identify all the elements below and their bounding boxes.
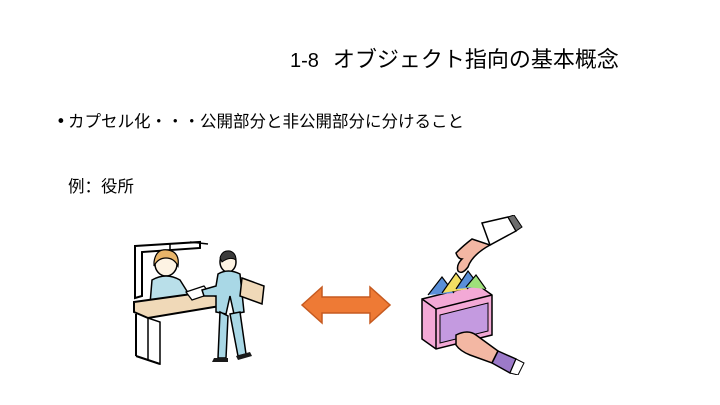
bullet-item: •カプセル化・・・公開部分と非公開部分に分けること [56, 108, 464, 136]
file-box-hands-icon [421, 215, 525, 375]
office-counter-icon [133, 240, 265, 366]
title-text: オブジェクト指向の基本概念 [332, 48, 619, 73]
title-number: 1-8 [290, 50, 319, 72]
bullet-marker: • [56, 112, 66, 131]
slide-title: 1-8 オブジェクト指向の基本概念 [290, 44, 619, 78]
double-arrow-icon [300, 285, 392, 325]
example-text: 例：役所 [68, 177, 134, 196]
bullet-text: カプセル化・・・公開部分と非公開部分に分けること [68, 112, 464, 131]
